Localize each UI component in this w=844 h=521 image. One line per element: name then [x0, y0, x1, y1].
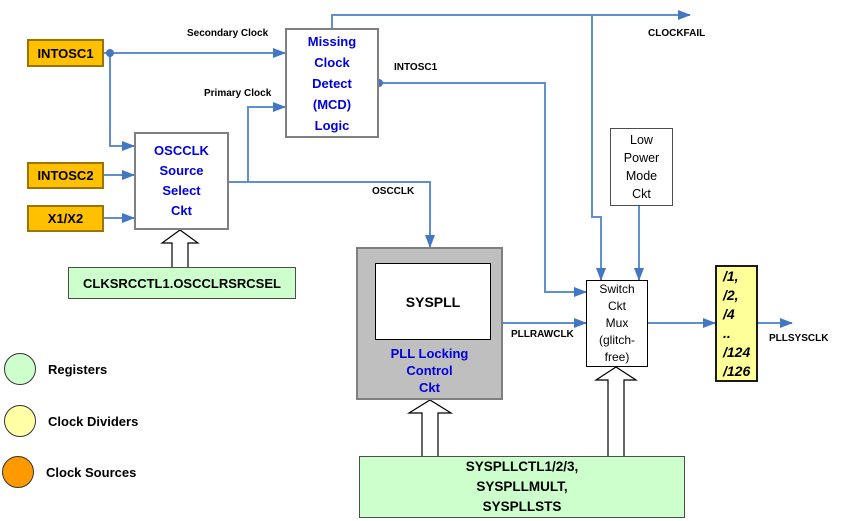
legend-item-clock-dividers: Clock Dividers [4, 405, 138, 437]
junction-dot-intosc1 [106, 49, 114, 57]
registers-swatch-icon [4, 353, 36, 385]
wire-primary-clock-to-mcd [247, 102, 286, 182]
wire-oscclk-to-syspll [229, 181, 435, 248]
label-pllsysclk: PLLSYSCLK [769, 333, 829, 344]
register-control-arrow-oscsel [160, 229, 200, 271]
wire-intosc1-to-switch [379, 82, 587, 297]
label-oscclk: OSCCLK [372, 186, 415, 197]
low-power-mode-block: Low Power Mode Ckt [610, 128, 673, 206]
pll-locking-control-block: SYSPLL PLL Locking Control Ckt [356, 247, 503, 400]
clock-source-intosc2: INTOSC2 [27, 162, 104, 189]
legend-label-clock-sources: Clock Sources [46, 464, 137, 480]
syspll-block: SYSPLL [375, 263, 491, 340]
label-secondary-clock: Secondary Clock [187, 28, 269, 39]
register-control-arrow-switch [593, 366, 639, 461]
legend-label-clock-dividers: Clock Dividers [48, 413, 139, 429]
label-intosc1-signal: INTOSC1 [394, 62, 438, 73]
oscclk-source-select-block: OSCCLK Source Select Ckt [134, 132, 229, 230]
legend-item-registers: Registers [4, 353, 107, 385]
clock-source-intosc1: INTOSC1 [27, 39, 104, 67]
label-clockfail: CLOCKFAIL [648, 28, 706, 39]
register-clksrcctl1: CLKSRCCTL1.OSCCLRSRCSEL [68, 267, 296, 299]
wire-clockfail-out [331, 10, 691, 28]
label-pllrawclk: PLLRAWCLK [511, 329, 574, 340]
register-control-arrow-syspll [406, 399, 454, 461]
clock-source-x1x2: X1/X2 [27, 205, 104, 232]
wire-intosc1-to-oscsel [109, 53, 135, 151]
missing-clock-detect-block: Missing Clock Detect (MCD) Logic [285, 28, 379, 138]
legend-item-clock-sources: Clock Sources [2, 456, 136, 488]
clock-sources-swatch-icon [2, 456, 34, 488]
clock-dividers-swatch-icon [4, 405, 36, 437]
pll-locking-control-label: PLL Locking Control Ckt [390, 346, 469, 395]
register-syspllctl: SYSPLLCTL1/2/3, SYSPLLMULT, SYSPLLSTS [359, 456, 685, 518]
wire-clockfail-to-switch [591, 15, 606, 281]
switch-ckt-mux-block: Switch Ckt Mux (glitch- free) [586, 280, 648, 367]
clock-divider-block: /1, /2, /4 .. /124 /126 [715, 265, 758, 382]
legend-label-registers: Registers [48, 361, 108, 377]
label-primary-clock: Primary Clock [204, 88, 272, 99]
